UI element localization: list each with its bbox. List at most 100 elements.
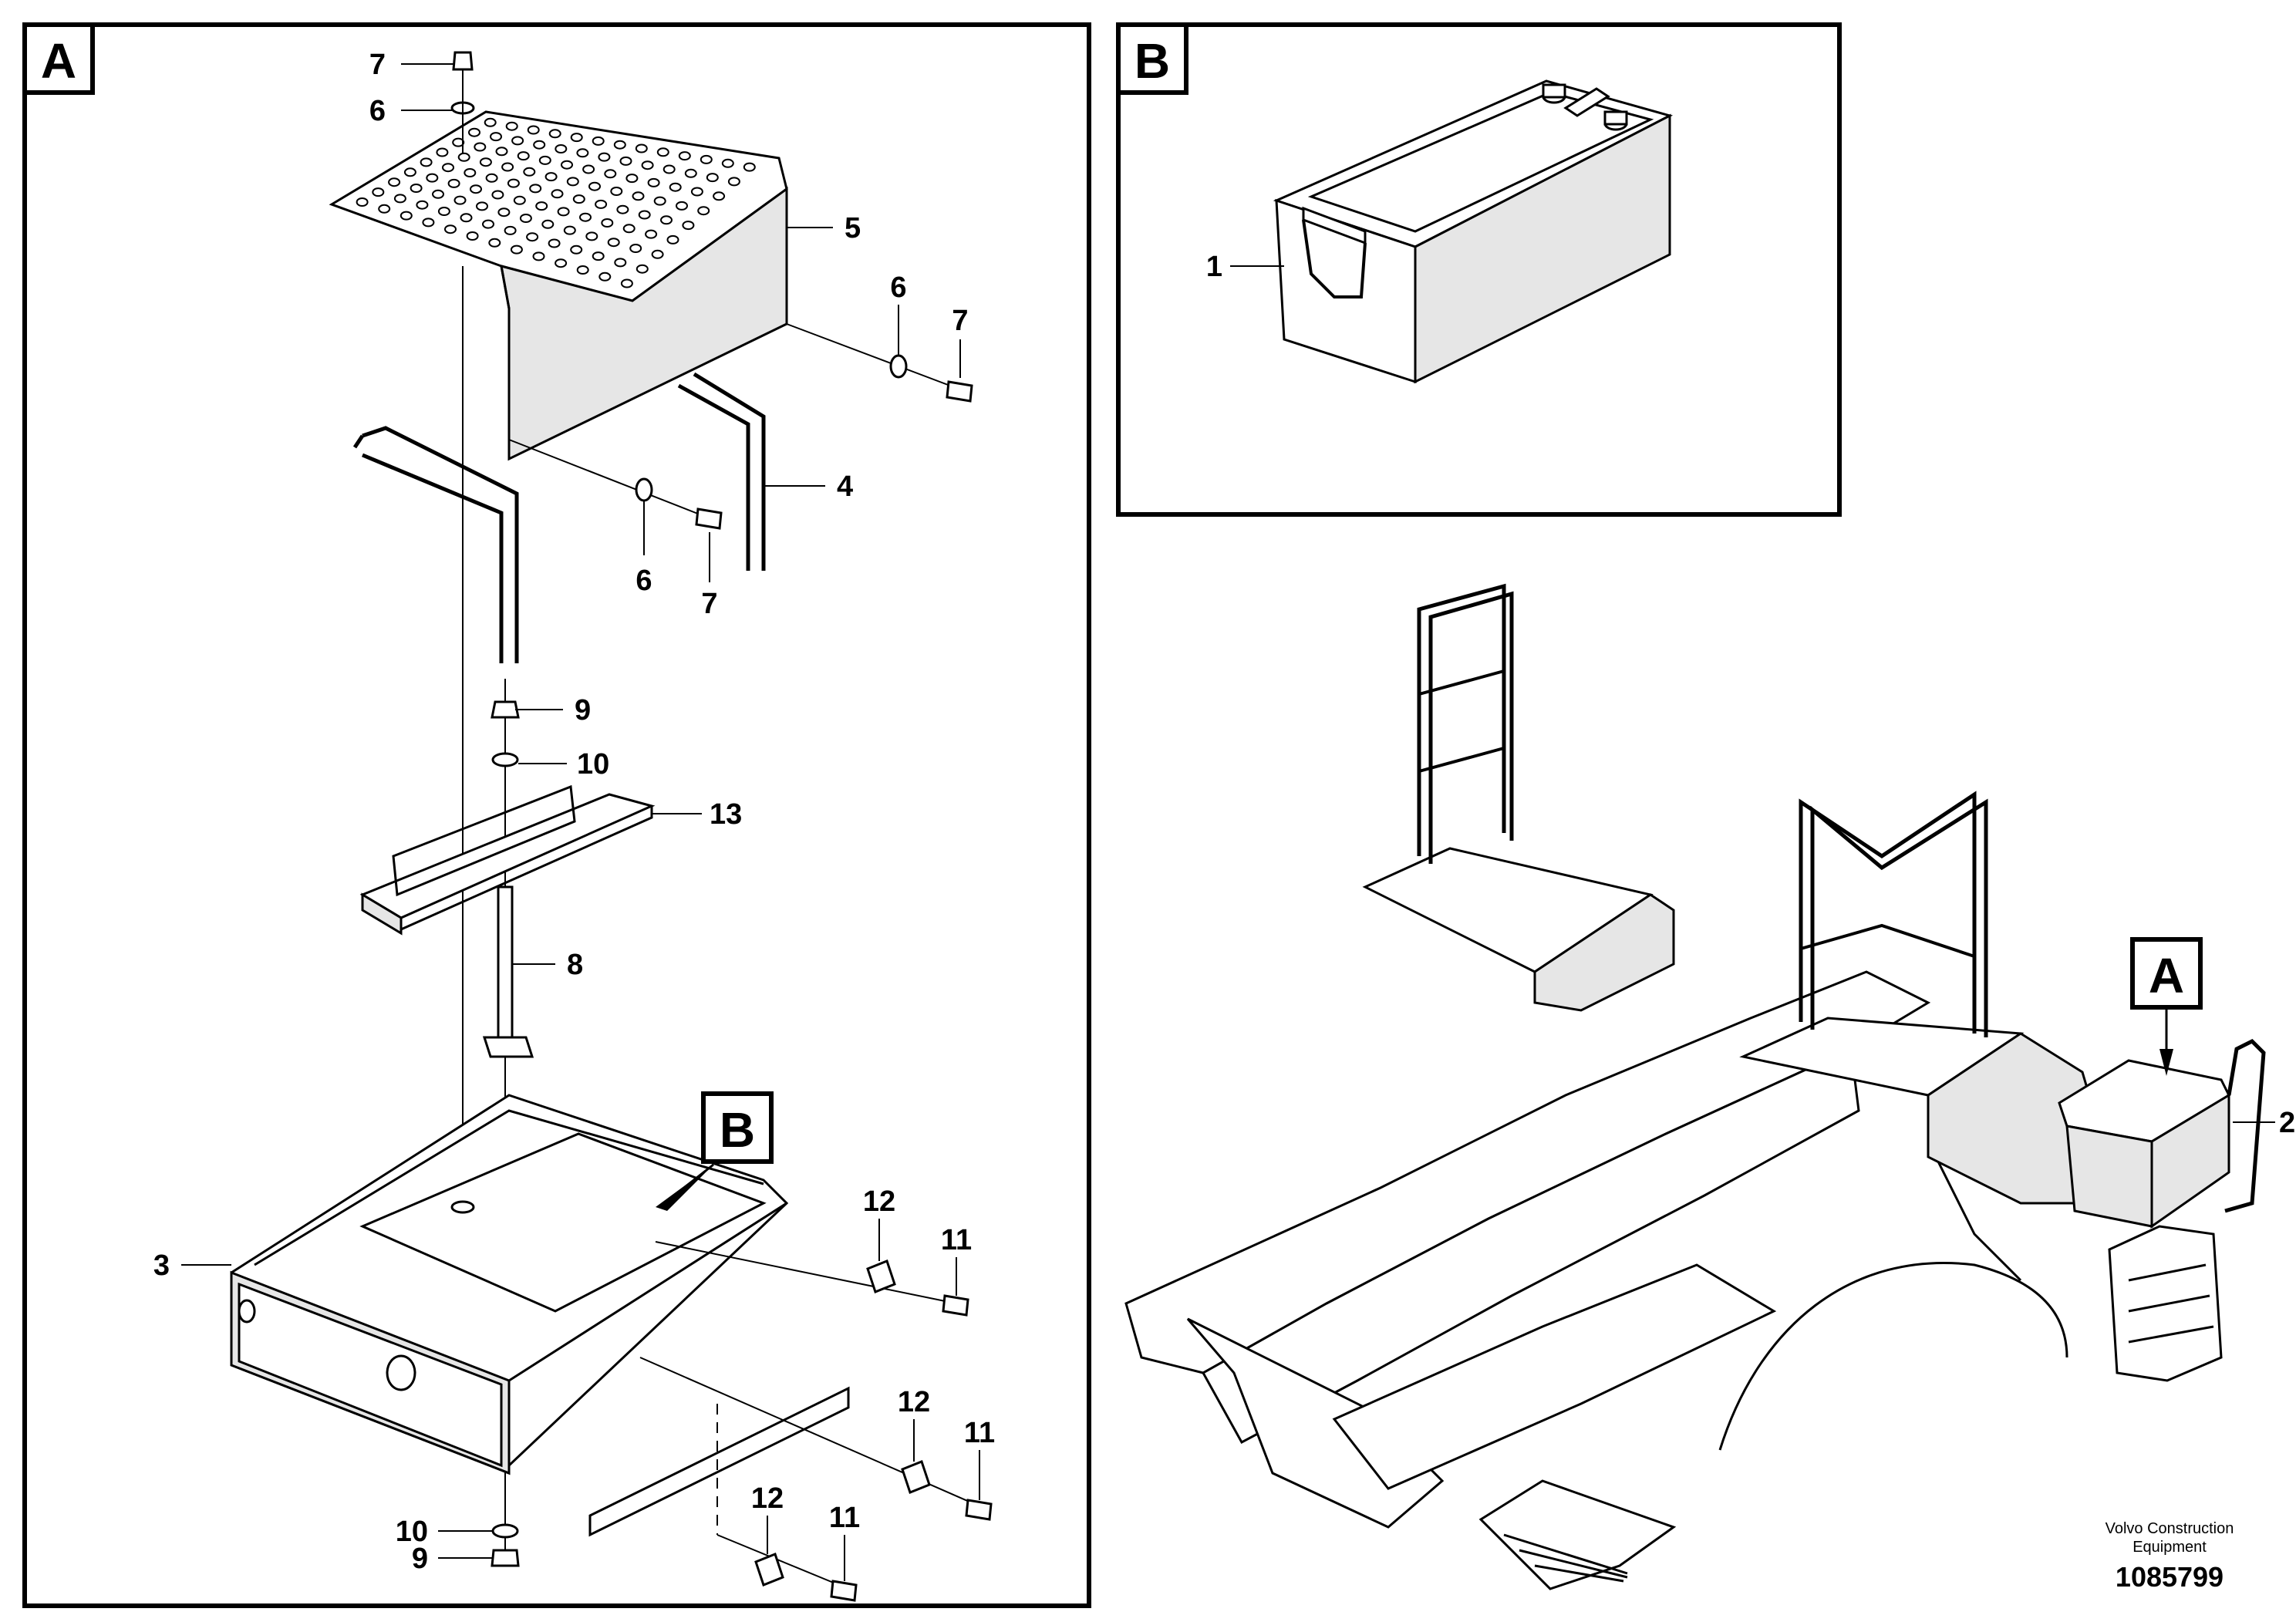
lid-hole — [678, 151, 691, 161]
title-block: Volvo Construction Equipment 1085799 — [2106, 1520, 2234, 1593]
drawing-number: 1085799 — [2116, 1561, 2224, 1593]
lid-hole — [470, 184, 482, 194]
callout-11-upper: 11 — [941, 1224, 972, 1256]
callout-13: 13 — [710, 798, 742, 831]
callout-1: 1 — [1206, 251, 1222, 283]
lid-hole — [495, 147, 508, 157]
lid-hole — [682, 221, 695, 231]
lid-hole — [517, 151, 530, 161]
lid-hole — [601, 218, 614, 228]
lid-hole — [420, 157, 433, 167]
lid-hole — [505, 121, 518, 131]
lid-hole — [533, 140, 546, 150]
front-step — [1478, 1479, 1677, 1590]
lid-hole — [616, 204, 629, 214]
panel-b-border — [1116, 22, 1842, 517]
lid-hole — [721, 158, 734, 168]
callout-9-bottom: 9 — [412, 1543, 428, 1575]
lid-hole — [519, 214, 532, 223]
lid-hole — [484, 117, 497, 127]
lid-hole — [638, 210, 651, 220]
panel-a-label: A — [41, 33, 76, 89]
callout-4: 4 — [837, 470, 853, 503]
callout-6-top: 6 — [369, 95, 386, 127]
bolt-side-1 — [946, 380, 973, 403]
callout-7-top: 7 — [369, 49, 386, 81]
lid-hole — [604, 169, 617, 179]
lid-hole — [538, 155, 551, 165]
lid-hole — [482, 219, 494, 229]
lid-hole — [476, 201, 488, 211]
lid-hole — [598, 271, 612, 282]
lid-hole — [607, 238, 620, 248]
rubber-strip — [588, 1386, 850, 1537]
lid-hole — [452, 137, 465, 147]
lid-hole — [576, 265, 589, 275]
lid-hole — [669, 182, 682, 192]
callout-10-bottom: 10 — [396, 1516, 428, 1548]
callout-12-mid: 12 — [898, 1386, 930, 1418]
lid-hole — [635, 143, 648, 153]
lid-hole — [485, 173, 498, 183]
fastener-axis-3 — [716, 1534, 849, 1590]
battery-tray — [230, 1094, 789, 1475]
detail-a-reference-label: A — [2149, 948, 2184, 1003]
lid-hole — [488, 238, 501, 248]
callout-11-mid: 11 — [964, 1417, 995, 1449]
top-nut — [491, 700, 520, 719]
lid-hole — [400, 211, 413, 221]
lid-hole — [447, 178, 460, 188]
lid-hole — [660, 215, 673, 225]
lid-hole — [444, 224, 457, 234]
lid-hole — [548, 129, 561, 139]
lid-hole — [457, 152, 470, 162]
lid-hole — [653, 196, 666, 206]
callout-10-top: 10 — [577, 748, 609, 781]
lid-hole — [544, 172, 558, 182]
lid-hole — [551, 189, 564, 199]
lid-hole — [416, 200, 429, 210]
lid-hole — [706, 173, 719, 183]
panel-a-border — [22, 22, 1091, 1608]
lid-hole — [378, 204, 391, 214]
lid-hole — [527, 125, 540, 135]
lid-hole — [572, 194, 585, 204]
callout-7-mid: 7 — [701, 588, 717, 620]
lid-hole — [535, 201, 548, 211]
lid-hole — [511, 136, 524, 146]
lid-hole — [576, 148, 589, 158]
washer-side-1 — [889, 354, 908, 379]
bolt-top — [452, 51, 474, 71]
lid-hole — [393, 194, 406, 204]
spacer-1 — [866, 1259, 896, 1293]
callout-6-mid: 6 — [636, 565, 652, 597]
lid-hole — [460, 213, 473, 223]
lid-hole — [625, 174, 639, 184]
lid-hole — [557, 207, 570, 217]
bolt-side-2 — [695, 508, 723, 530]
spacer-2 — [901, 1460, 931, 1494]
lid-hole — [588, 181, 601, 191]
lid-hole — [613, 140, 626, 150]
callout-12-upper: 12 — [863, 1185, 895, 1218]
washer-side-2 — [635, 477, 653, 502]
lid-hole — [645, 229, 658, 239]
lid-hole — [743, 162, 756, 172]
lid-hole — [697, 206, 710, 216]
lid-hole — [598, 152, 611, 162]
panel-a: A — [22, 22, 1091, 1608]
callout-8: 8 — [567, 949, 583, 981]
lid-hole — [422, 218, 435, 228]
callout-9-top: 9 — [575, 694, 591, 727]
lid-hole — [614, 258, 627, 268]
lid-hole — [592, 136, 605, 146]
lid-hole — [474, 142, 487, 152]
battery-drawing: 1 — [1206, 79, 1674, 384]
lid-hole — [579, 212, 592, 222]
callout-5: 5 — [845, 212, 861, 244]
lid-hole — [690, 187, 703, 197]
lid-hole — [570, 244, 583, 255]
company-name-line1: Volvo Construction — [2106, 1520, 2234, 1537]
lid-perforation-pattern — [356, 117, 756, 288]
lid-hole — [555, 144, 568, 153]
